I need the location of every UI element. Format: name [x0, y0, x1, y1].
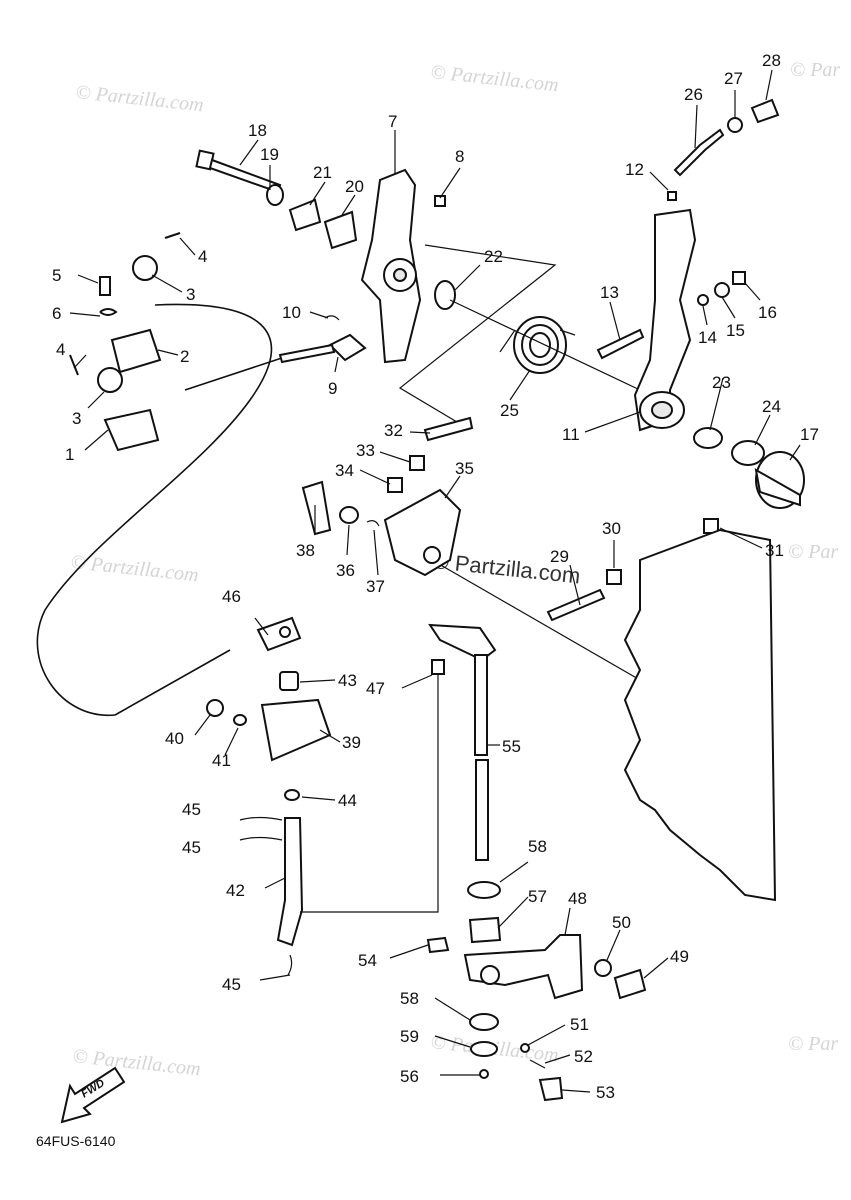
assembly-ref-line-1	[398, 244, 557, 426]
watermark-top-center: © Partzilla.com	[429, 61, 559, 96]
link-bracket	[301, 416, 474, 577]
throttle-cable	[36, 303, 273, 716]
assembly-ref-line-3	[431, 559, 641, 681]
bolt-washer-collar	[195, 149, 358, 250]
callout-59: 59	[400, 1027, 419, 1046]
callout-32: 32	[384, 421, 403, 440]
callout-6: 6	[52, 304, 61, 323]
callout-28: 28	[762, 51, 781, 70]
callout-43: 43	[338, 671, 357, 690]
callout-29: 29	[550, 547, 569, 566]
callout-12: 12	[625, 160, 644, 179]
diagram-code: 64FUS-6140	[36, 1133, 116, 1149]
assembly-ref-line-2	[449, 299, 641, 391]
callout-7: 7	[388, 112, 397, 131]
callout-33: 33	[356, 441, 375, 460]
watermark-bottom-left: © Partzilla.com	[71, 1045, 201, 1080]
callout-24: 24	[762, 397, 781, 416]
callout-52: 52	[574, 1047, 593, 1066]
watermark-top-left: © Partzilla.com	[74, 81, 204, 116]
throttle-lever	[360, 168, 456, 364]
callout-17: 17	[800, 425, 819, 444]
callout-13: 13	[600, 283, 619, 302]
fwd-arrow-icon: FWD	[60, 1066, 126, 1124]
watermark-top-right: © Par	[790, 59, 840, 81]
callout-22: 22	[484, 247, 503, 266]
callout-18: 18	[248, 121, 267, 140]
callout-55: 55	[502, 737, 521, 756]
callout-44: 44	[338, 791, 357, 810]
callout-38: 38	[296, 541, 315, 560]
callout-40: 40	[165, 729, 184, 748]
callout-45a: 45	[182, 800, 201, 819]
callout-26: 26	[684, 85, 703, 104]
callout-53: 53	[596, 1083, 615, 1102]
callout-34: 34	[335, 461, 354, 480]
link-rod	[673, 98, 780, 177]
callout-36: 36	[336, 561, 355, 580]
engine-block	[623, 528, 777, 902]
callout-30: 30	[602, 519, 621, 538]
callout-58a: 58	[528, 837, 547, 856]
callout-23: 23	[712, 373, 731, 392]
callout-5: 5	[52, 266, 61, 285]
callout-14: 14	[698, 328, 717, 347]
watermark-mid-right: © Par	[788, 541, 838, 563]
callout-51: 51	[570, 1015, 589, 1034]
callout-35: 35	[455, 459, 474, 478]
callouts: 1 2 3 3 4 4 5 6 7 8 9 10 11 12 13 14 15 …	[52, 51, 819, 1102]
callout-31: 31	[765, 541, 784, 560]
ball-joint	[278, 315, 367, 364]
callout-48: 48	[568, 889, 587, 908]
callout-3a: 3	[186, 285, 195, 304]
callout-58b: 58	[400, 989, 419, 1008]
callout-3b: 3	[72, 409, 81, 428]
watermark-bottom-right: © Par	[788, 1033, 838, 1055]
callout-15: 15	[726, 321, 745, 340]
return-spring	[499, 316, 576, 374]
callout-54: 54	[358, 951, 377, 970]
cable-holder-assembly	[69, 232, 181, 452]
callout-45c: 45	[222, 975, 241, 994]
callout-47: 47	[366, 679, 385, 698]
cable-end-rod-lower	[114, 649, 231, 716]
callout-42: 42	[226, 881, 245, 900]
callout-21: 21	[313, 163, 332, 182]
callout-56: 56	[400, 1067, 419, 1086]
shift-rod	[300, 623, 497, 913]
callout-19: 19	[260, 145, 279, 164]
callout-37: 37	[366, 577, 385, 596]
callout-16: 16	[758, 303, 777, 322]
callout-41: 41	[212, 751, 231, 770]
callout-4b: 4	[56, 340, 65, 359]
leader-lines	[69, 69, 801, 1093]
callout-46: 46	[222, 587, 241, 606]
callout-2: 2	[180, 347, 189, 366]
callout-50: 50	[612, 913, 631, 932]
callout-25: 25	[500, 401, 519, 420]
control-lever	[596, 191, 805, 509]
callout-11: 11	[562, 425, 580, 444]
callout-45b: 45	[182, 838, 201, 857]
callout-20: 20	[345, 177, 364, 196]
callout-10: 10	[282, 303, 301, 322]
shift-lever-assembly	[426, 881, 647, 1102]
callout-49: 49	[670, 947, 689, 966]
lower-throttle-linkage	[206, 616, 332, 976]
callout-1: 1	[65, 445, 74, 464]
callout-4a: 4	[198, 247, 207, 266]
stop-bolt	[546, 518, 719, 622]
callout-39: 39	[342, 733, 361, 752]
callout-57: 57	[528, 887, 547, 906]
callout-9: 9	[328, 379, 337, 398]
callout-8: 8	[455, 147, 464, 166]
callout-27: 27	[724, 69, 743, 88]
